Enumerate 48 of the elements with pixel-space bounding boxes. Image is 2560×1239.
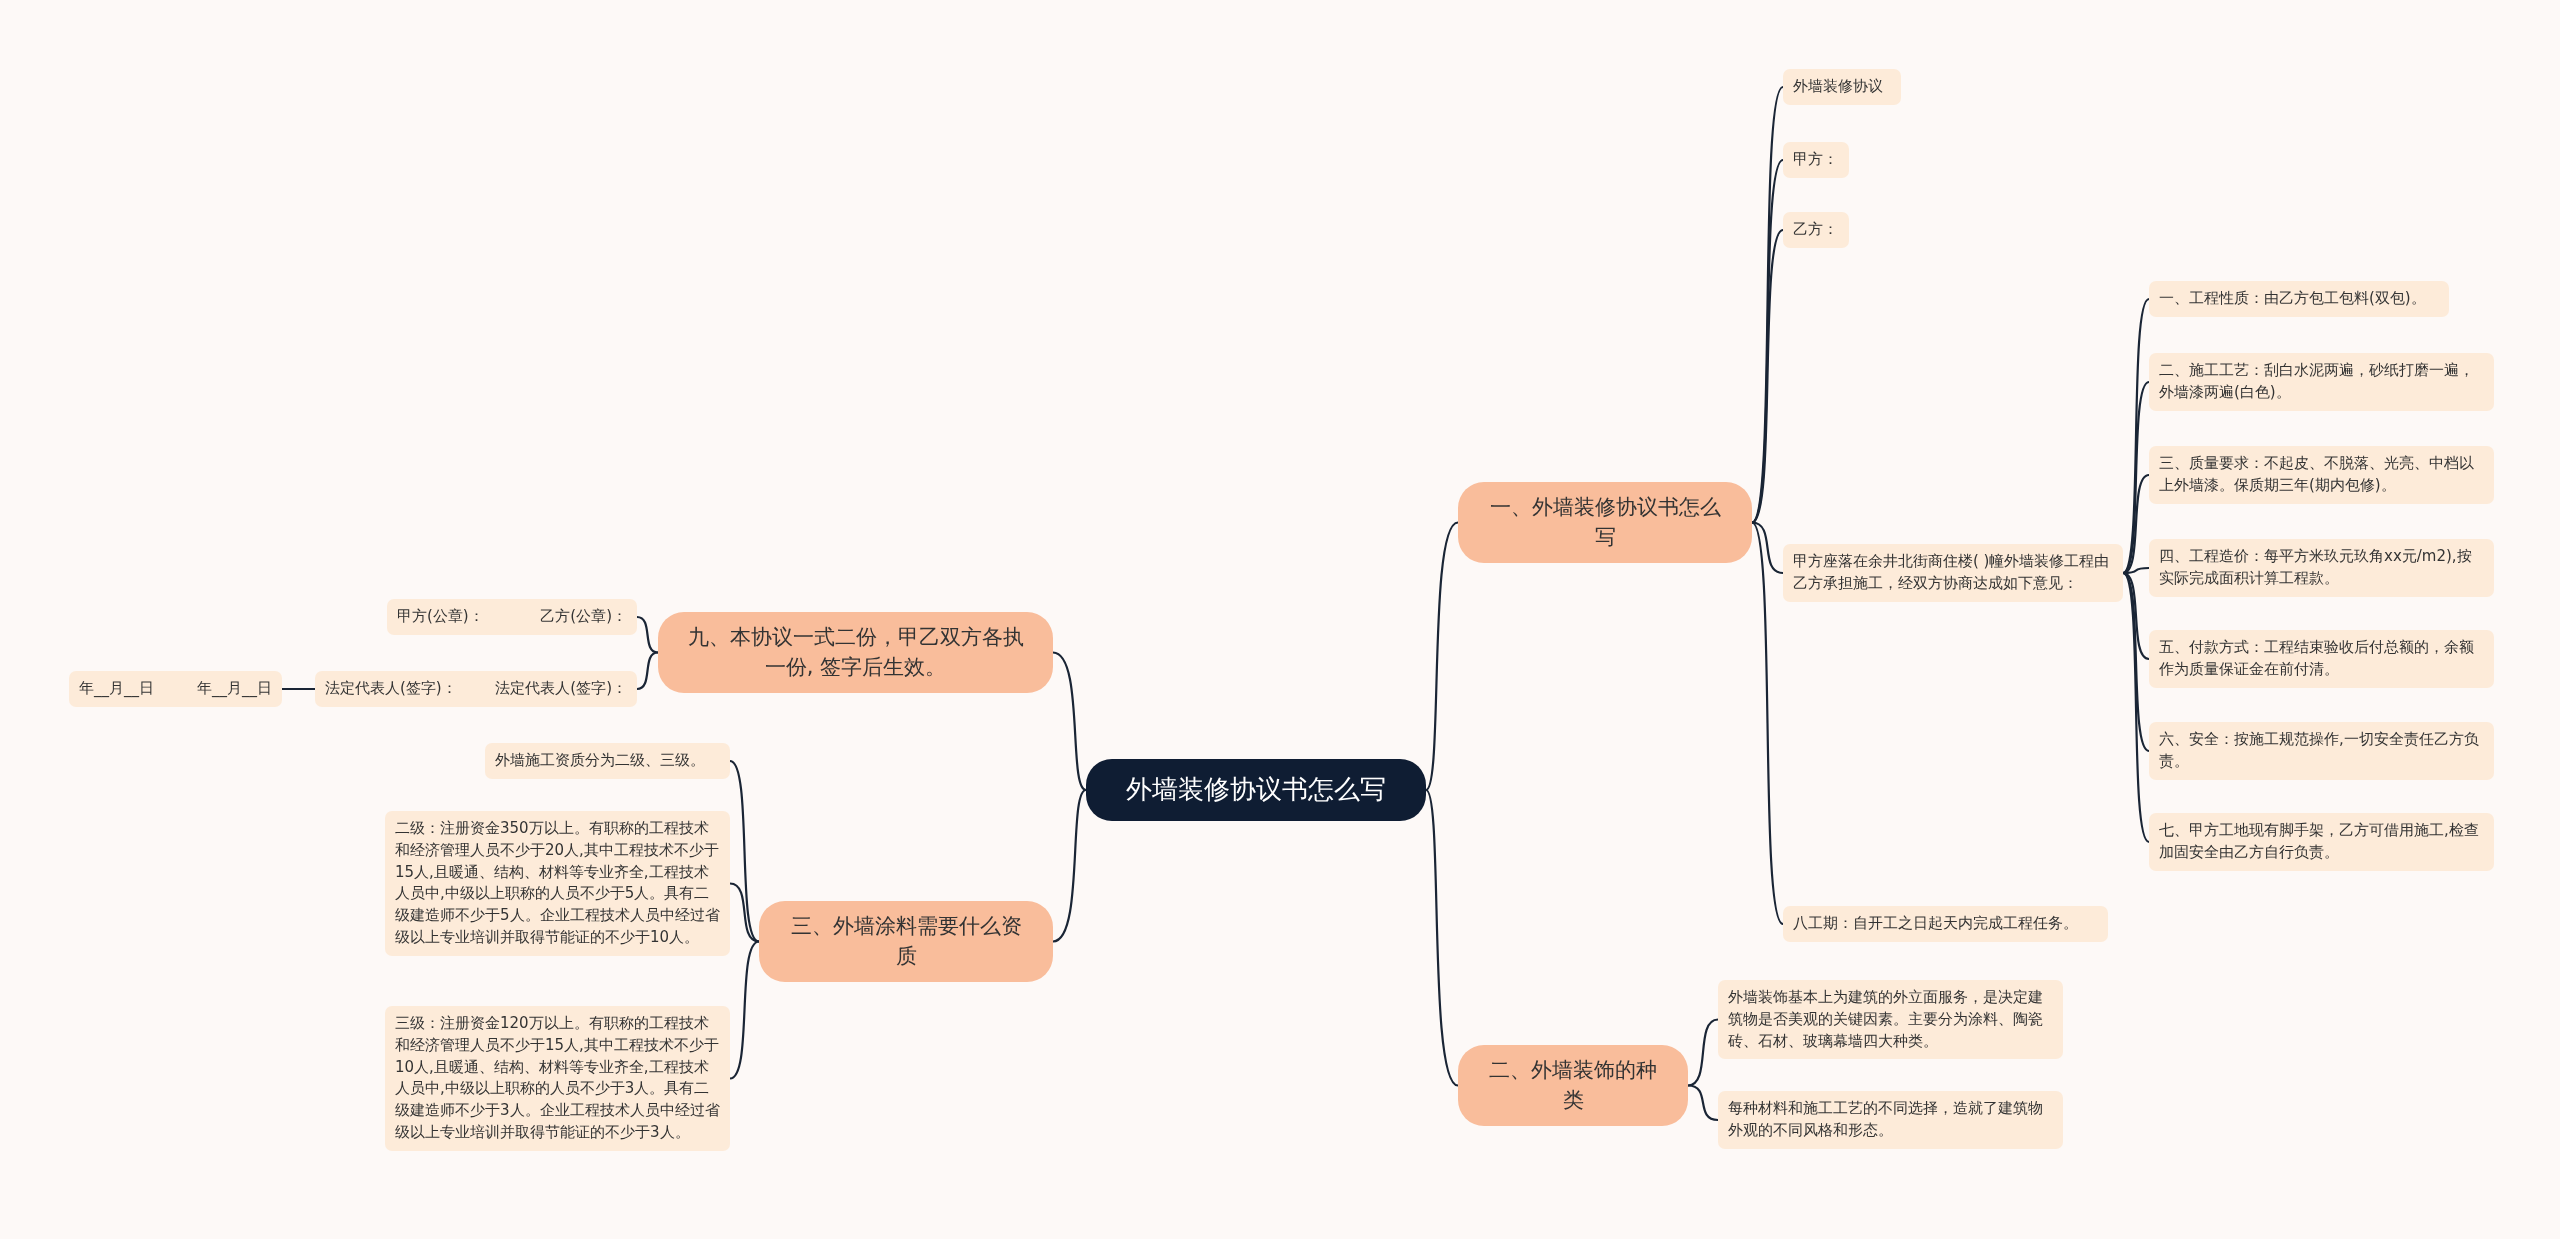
field-label: 乙方(公章)： (540, 606, 627, 627)
topic-box: 外墙施工资质分为二级、三级。 (485, 743, 730, 779)
field-label: 年__月__日 (197, 678, 272, 700)
topic-box: 四、工程造价：每平方米玖元玖角xx元/m2),按实际完成面积计算工程款。 (2149, 539, 2494, 597)
connector-line (1687, 1018, 1719, 1087)
topic-box: 甲方座落在余井北街商住楼( )幢外墙装修工程由乙方承担施工，经双方协商达成如下意见： (1783, 544, 2123, 602)
topic-box: 七、甲方工地现有脚手架，乙方可借用施工,检查加固安全由乙方自行负责。 (2149, 813, 2494, 871)
connector-line (636, 651, 659, 691)
topic-box: 六、安全：按施工规范操作,一切安全责任乙方负责。 (2149, 722, 2494, 780)
branch-topic: 九、本协议一式二份，甲乙双方各执一份, 签字后生效。 (658, 612, 1053, 693)
connector-line (729, 882, 760, 943)
connector-line (282, 687, 315, 691)
connector-line (1425, 521, 1459, 791)
connector-line (1425, 789, 1459, 1087)
connector-line (1052, 651, 1087, 791)
topic-box: 二级：注册资金350万以上。有职称的工程技术和经济管理人员不少于20人,其中工程技术不少于15人,且暖通、结构、材料等专业齐全,工程技术人员中,中级以上职称的人员不少于5人。具有二级建造师不少于5人。企业工程技术人员中经过省级以上专业培训并取得节能证的不少于10人。 (385, 811, 730, 956)
topic-box: 三、质量要求：不起皮、不脱落、光亮、中档以上外墙漆。保质期三年(期内包修)。 (2149, 446, 2494, 504)
connector-line (2122, 381, 2150, 574)
topic-box: 每种材料和施工工艺的不同选择，造就了建筑物外观的不同风格和形态。 (1718, 1091, 2063, 1149)
connector-line (1751, 521, 1784, 575)
connector-line (636, 615, 659, 654)
topic-box (387, 599, 637, 635)
connector-line (1687, 1084, 1719, 1122)
branch-topic: 一、外墙装修协议书怎么写 (1458, 482, 1752, 563)
topic-box: 甲方： (1783, 142, 1849, 178)
topic-box: 外墙装修协议 (1783, 69, 1901, 105)
topic-box: 乙方： (1783, 212, 1849, 248)
topic-box: 五、付款方式：工程结束验收后付总额的，余额作为质量保证金在前付清。 (2149, 630, 2494, 688)
field-label: 甲方(公章)： (397, 606, 484, 627)
field-label: 法定代表人(签字)： (325, 678, 457, 699)
connector-line (1751, 521, 1784, 925)
branch-topic: 三、外墙涂料需要什么资质 (759, 901, 1053, 982)
connector-line (1751, 229, 1784, 524)
topic-box (315, 671, 637, 707)
central-topic: 外墙装修协议书怎么写 (1086, 759, 1426, 821)
connector-line (729, 940, 760, 1080)
branch-topic: 二、外墙装饰的种类 (1458, 1045, 1688, 1126)
topic-box: 一、工程性质：由乙方包工包料(双包)。 (2149, 281, 2449, 317)
field-label: 年__月__日 (79, 678, 154, 700)
connector-line (729, 760, 760, 943)
topic-box: 外墙装饰基本上为建筑的外立面服务，是决定建筑物是否美观的关键因素。主要分为涂料、陶瓷砖、石材、玻璃幕墙四大种类。 (1718, 980, 2063, 1060)
connector-line (1052, 789, 1087, 943)
topic-box: 二、施工工艺：刮白水泥两遍，砂纸打磨一遍，外墙漆两遍(白色)。 (2149, 353, 2494, 411)
topic-box (69, 671, 282, 707)
topic-box: 三级：注册资金120万以上。有职称的工程技术和经济管理人员不少于15人,其中工程技术不少于10人,且暖通、结构、材料等专业齐全,工程技术人员中,中级以上职称的人员不少于3人。具有二级建造师不少于3人。企业工程技术人员中经过省级以上专业培训并取得节能证的不少于3人。 (385, 1006, 730, 1151)
field-label: 法定代表人(签字)： (495, 678, 627, 699)
connector-line (2122, 572, 2150, 843)
topic-box: 八工期：自开工之日起天内完成工程任务。 (1783, 906, 2108, 942)
